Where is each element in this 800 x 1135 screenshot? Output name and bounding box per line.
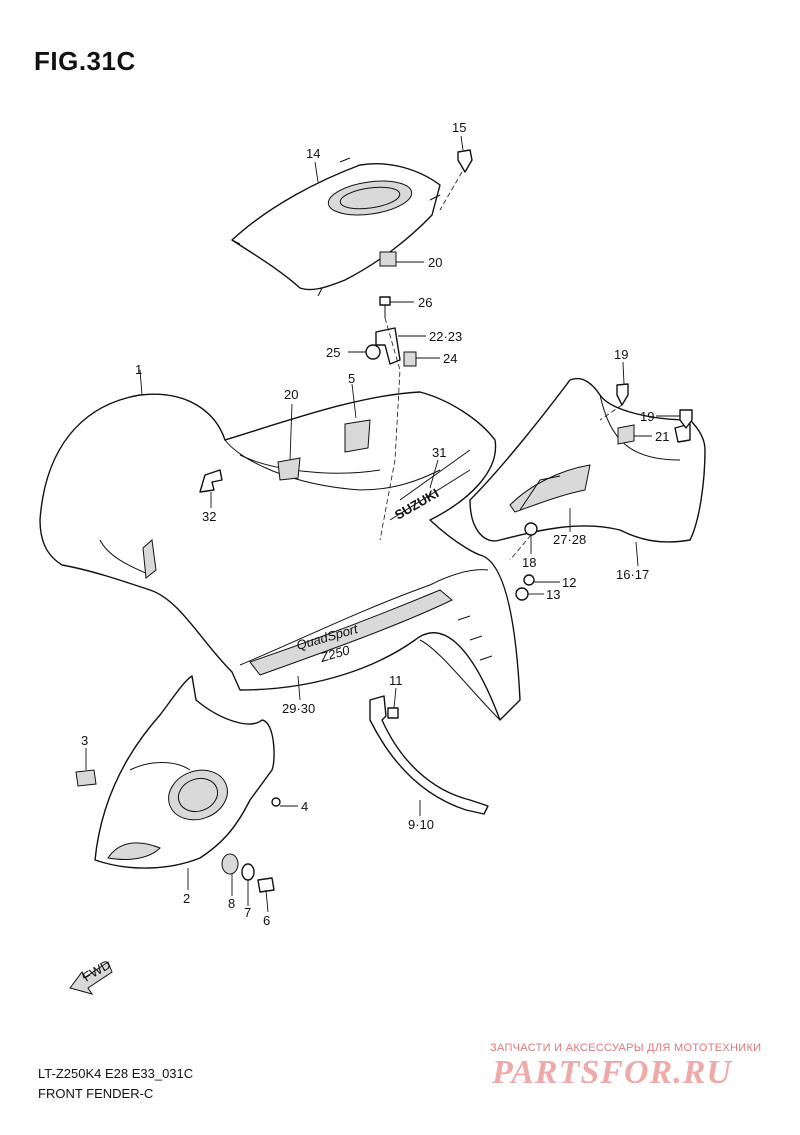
callout-labels: 15 14 20 26 22·23 25 24 1 5 20 31 32 19 …: [81, 120, 669, 928]
label-19-a: 19: [614, 347, 628, 362]
part-8-grommet: [221, 853, 239, 875]
label-11: 11: [389, 673, 403, 688]
label-27-28: 27·28: [553, 532, 586, 547]
part-15-pin: [457, 149, 473, 173]
part-4-screw: [271, 797, 281, 807]
part-20-clip-top: [379, 251, 397, 267]
label-22-23: 22·23: [429, 329, 462, 344]
part-1-front-fender: [39, 391, 521, 721]
assembly-line-3: [599, 404, 623, 421]
label-16-17: 16·17: [616, 567, 649, 582]
label-32: 32: [202, 509, 216, 524]
label-19-b: 19: [640, 409, 654, 424]
part-19-pin-a: [616, 383, 629, 406]
part-13-nut: [515, 587, 529, 601]
part-16-17-side-panel: [469, 377, 706, 543]
label-3: 3: [81, 733, 88, 748]
label-12: 12: [562, 575, 576, 590]
label-7: 7: [244, 905, 251, 920]
model-code: LT-Z250K4 E28 E33_031C: [38, 1066, 194, 1081]
figure-title: FIG.31C: [34, 46, 136, 76]
label-20-mid: 20: [284, 387, 298, 402]
label-9-10: 9·10: [408, 817, 434, 832]
label-5: 5: [348, 371, 355, 386]
label-8: 8: [228, 896, 235, 911]
part-21-clip: [617, 424, 635, 445]
label-26: 26: [418, 295, 432, 310]
part-26-bolt: [379, 296, 391, 318]
label-15: 15: [452, 120, 466, 135]
label-21: 21: [655, 429, 669, 444]
label-2: 2: [183, 891, 190, 906]
label-1: 1: [135, 362, 142, 377]
part-2-lower-panel: [94, 675, 275, 869]
part-12-screw: [523, 574, 535, 586]
part-19-pin-b: [679, 409, 693, 429]
watermark-tagline: ЗАПЧАСТИ И АКСЕССУАРЫ ДЛЯ МОТОТЕХНИКИ: [490, 1042, 762, 1054]
assembly-line-4: [509, 534, 532, 561]
label-31: 31: [432, 445, 446, 460]
label-25: 25: [326, 345, 340, 360]
label-4: 4: [301, 799, 308, 814]
label-14: 14: [306, 146, 320, 161]
watermark-logo: PARTSFOR.RU: [492, 1054, 732, 1091]
assembly-line-1: [379, 317, 401, 541]
part-3-clip: [75, 769, 97, 787]
label-18: 18: [522, 555, 536, 570]
assembly-line-2: [439, 171, 463, 211]
leader-lines: [85, 135, 680, 913]
part-9-10-stay: [369, 695, 489, 815]
label-6: 6: [263, 913, 270, 928]
label-13: 13: [546, 587, 560, 602]
part-6-bolt: [257, 877, 275, 893]
part-11-bolt: [387, 707, 399, 719]
part-25-nut: [365, 344, 381, 360]
part-14-pad: [231, 157, 441, 297]
figure-subtitle: FRONT FENDER-C: [38, 1086, 154, 1101]
part-18-screw: [524, 522, 538, 536]
part-24-pad: [403, 351, 417, 367]
label-20-top: 20: [428, 255, 442, 270]
part-32-emblem: [199, 469, 223, 493]
part-7-washer: [241, 863, 255, 881]
label-29-30: 29·30: [282, 701, 315, 716]
fwd-arrow-icon: FWD: [69, 957, 113, 995]
label-24: 24: [443, 351, 457, 366]
